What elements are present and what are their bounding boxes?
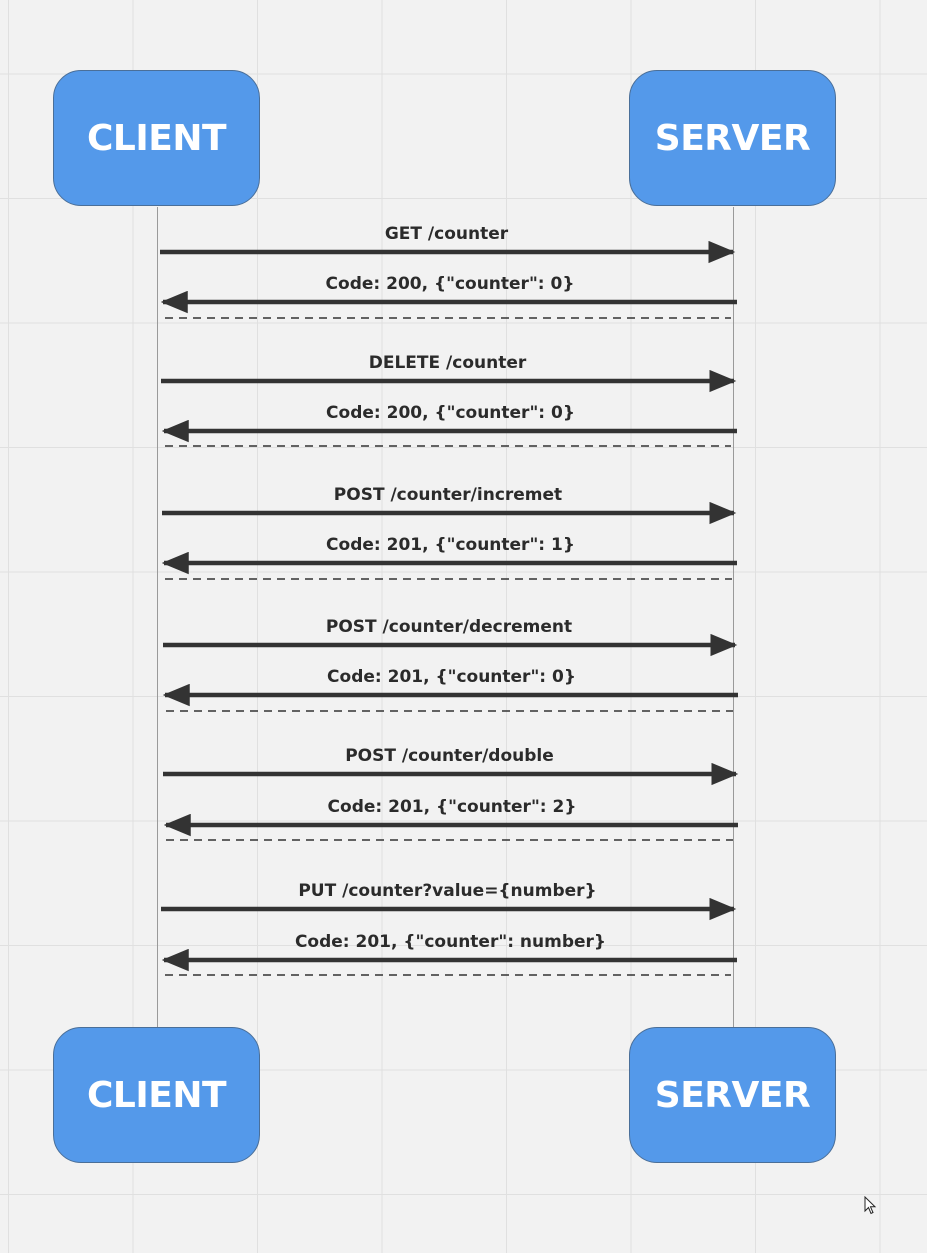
server-actor-bottom[interactable]: SERVER bbox=[629, 1027, 836, 1163]
response-label: Code: 200, {"counter": 0} bbox=[326, 274, 575, 294]
server-lifeline bbox=[733, 207, 734, 1029]
request-label: POST /counter/decrement bbox=[326, 617, 572, 637]
response-label: Code: 201, {"counter": 2} bbox=[328, 797, 577, 817]
client-lifeline bbox=[157, 207, 158, 1029]
response-label: Code: 201, {"counter": number} bbox=[295, 932, 606, 952]
client-actor-bottom[interactable]: CLIENT bbox=[53, 1027, 260, 1163]
request-label: POST /counter/incremet bbox=[334, 485, 562, 505]
request-label: GET /counter bbox=[385, 224, 509, 244]
request-label: POST /counter/double bbox=[345, 746, 554, 766]
client-actor-top[interactable]: CLIENT bbox=[53, 70, 260, 206]
response-label: Code: 201, {"counter": 1} bbox=[326, 535, 575, 555]
mouse-cursor-icon bbox=[864, 1196, 877, 1215]
request-label: DELETE /counter bbox=[369, 353, 527, 373]
server-actor-top[interactable]: SERVER bbox=[629, 70, 836, 206]
response-label: Code: 201, {"counter": 0} bbox=[327, 667, 576, 687]
response-label: Code: 200, {"counter": 0} bbox=[326, 403, 575, 423]
request-label: PUT /counter?value={number} bbox=[298, 881, 596, 901]
